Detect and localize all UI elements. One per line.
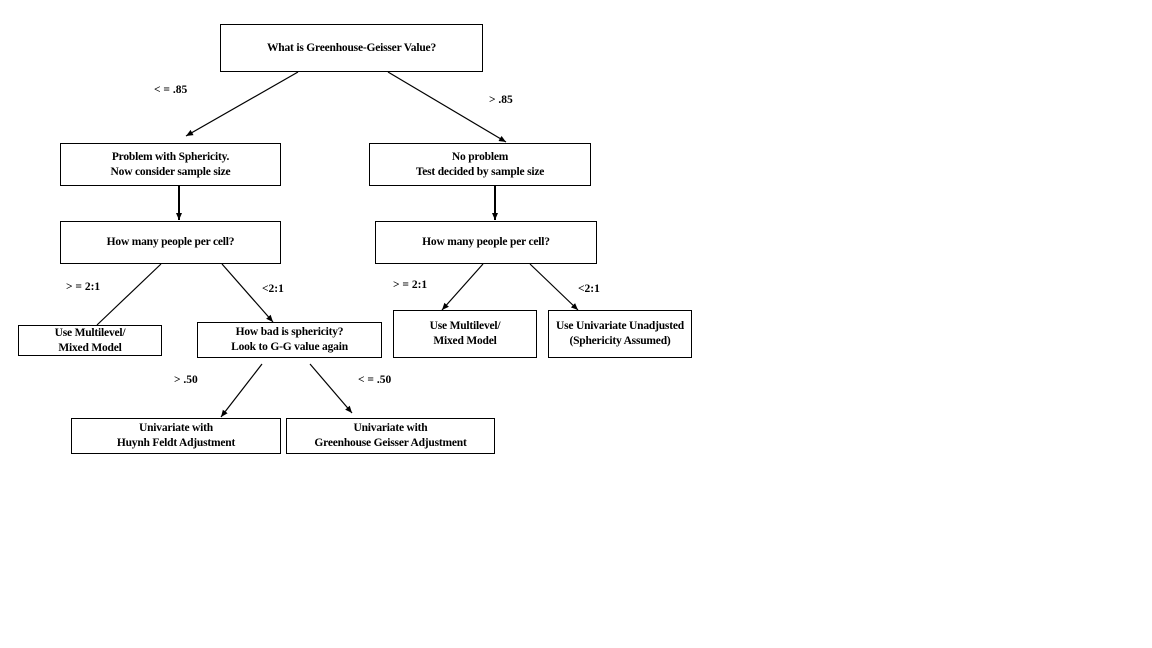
node-how-many-left: How many people per cell?	[60, 221, 281, 264]
node-text: (Sphericity Assumed)	[569, 335, 671, 347]
node-text: Look to G-G value again	[231, 341, 348, 353]
edge-label-lt-2to1-right: <2:1	[578, 283, 600, 295]
node-text: Use Univariate Unadjusted	[556, 320, 684, 332]
node-text: Test decided by sample size	[415, 165, 545, 178]
edge-label-le-85: < = .85	[154, 84, 188, 96]
edge-label-ge-2to1-right: > = 2:1	[393, 279, 428, 291]
edge-label-lt-2to1-left: <2:1	[262, 283, 284, 295]
node-multilevel-right: Use Multilevel/ Mixed Model	[393, 310, 537, 358]
node-text: Univariate with	[139, 422, 213, 434]
node-how-bad-sphericity: How bad is sphericity? Look to G-G value…	[197, 322, 382, 358]
node-how-many-right: How many people per cell?	[375, 221, 597, 264]
node-greenhouse-geisser: Univariate with Greenhouse Geisser Adjus…	[286, 418, 495, 454]
node-text: What is Greenhouse-Geisser Value?	[267, 41, 436, 54]
node-text: Problem with Sphericity.	[111, 150, 230, 163]
edge-howmany-right-to-multilevel	[441, 263, 484, 311]
edge-label-gt-50: > .50	[174, 374, 198, 386]
node-text: No problem	[451, 150, 509, 163]
node-text: Now consider sample size	[110, 165, 231, 178]
node-text: Mixed Model	[58, 341, 122, 354]
edge-label-gt-85: > .85	[489, 94, 513, 106]
node-gg-value-question: What is Greenhouse-Geisser Value?	[220, 24, 483, 72]
edge-howmany-left-to-howbad	[221, 263, 274, 323]
edge-howmany-left-to-multilevel	[96, 263, 162, 326]
node-text: Greenhouse Geisser Adjustment	[314, 437, 467, 449]
node-text: Huynh Feldt Adjustment	[116, 437, 236, 449]
node-text: How many people per cell?	[422, 236, 550, 248]
edge-root-to-problem	[185, 71, 299, 137]
node-problem-sphericity: Problem with Sphericity. Now consider sa…	[60, 143, 281, 186]
node-text: Use Multilevel/	[54, 326, 126, 339]
node-text: How many people per cell?	[106, 236, 235, 248]
edge-howbad-to-huynh	[220, 363, 263, 418]
edge-howbad-to-greenhouse	[309, 363, 353, 414]
node-univariate-unadjusted: Use Univariate Unadjusted (Sphericity As…	[548, 310, 692, 358]
node-text: Use Multilevel/	[429, 320, 501, 332]
node-text: How bad is sphericity?	[235, 326, 344, 338]
node-text: Mixed Model	[433, 335, 497, 347]
node-no-problem: No problem Test decided by sample size	[369, 143, 591, 186]
edge-label-ge-2to1-left: > = 2:1	[66, 281, 101, 293]
node-multilevel-left: Use Multilevel/ Mixed Model	[18, 325, 162, 356]
edge-root-to-noproblem	[387, 71, 507, 143]
node-text: Univariate with	[353, 422, 428, 434]
edge-label-le-50: < = .50	[358, 374, 392, 386]
edge-howmany-right-to-unadjusted	[529, 263, 579, 311]
node-huynh-feldt: Univariate with Huynh Feldt Adjustment	[71, 418, 281, 454]
